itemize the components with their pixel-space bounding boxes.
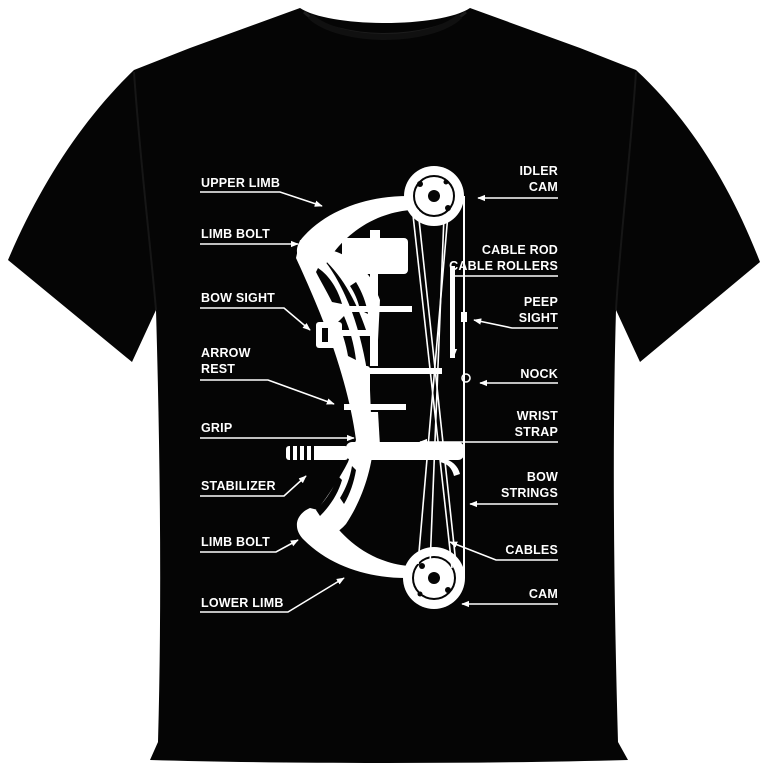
label-bow-sight: BOW SIGHT (201, 291, 276, 305)
label-bow-strings: BOW STRINGS (501, 470, 558, 500)
upper-limb-callout (200, 191, 323, 207)
bow-sight-callout (200, 307, 311, 331)
label-grip: GRIP (201, 421, 233, 435)
cable-rod-graphic (450, 266, 455, 358)
cable-rod-callout (450, 275, 558, 357)
label-limb-bolt-top: LIMB BOLT (201, 227, 270, 241)
label-stabilizer: STABILIZER (201, 479, 276, 493)
cables-callout (449, 541, 558, 561)
nock-graphic (461, 373, 471, 383)
label-cable-rod: CABLE ROD CABLE ROLLERS (449, 243, 558, 273)
wrist-strap-graphic (440, 458, 460, 476)
tshirt-body (8, 8, 760, 763)
stabilizer-callout (200, 475, 307, 497)
label-wrist-strap: WRIST STRAP (514, 409, 558, 439)
callout-lines (200, 191, 558, 613)
peep-sight-callout (473, 318, 558, 329)
lower-limb-callout (200, 577, 345, 613)
label-cam: CAM (528, 587, 558, 601)
label-peep-sight: PEEP SIGHT (518, 295, 558, 325)
peep-sight-graphic (461, 312, 467, 322)
idler-cam-graphic (404, 166, 464, 226)
limb-bolt-bottom-callout (200, 539, 299, 553)
label-lower-limb: LOWER LIMB (201, 596, 284, 610)
label-upper-limb: UPPER LIMB (201, 176, 281, 190)
arrow-rest-callout (200, 379, 335, 405)
label-limb-bolt-bottom: LIMB BOLT (201, 535, 270, 549)
label-cables: CABLES (505, 543, 558, 557)
compound-bow-icon (286, 166, 471, 609)
label-idler-cam: IDLER CAM (519, 164, 558, 194)
bow-sight-graphic (342, 238, 408, 274)
label-arrow-rest: ARROW REST (201, 346, 251, 376)
label-nock: NOCK (520, 367, 558, 381)
cable-graphic (411, 205, 453, 569)
